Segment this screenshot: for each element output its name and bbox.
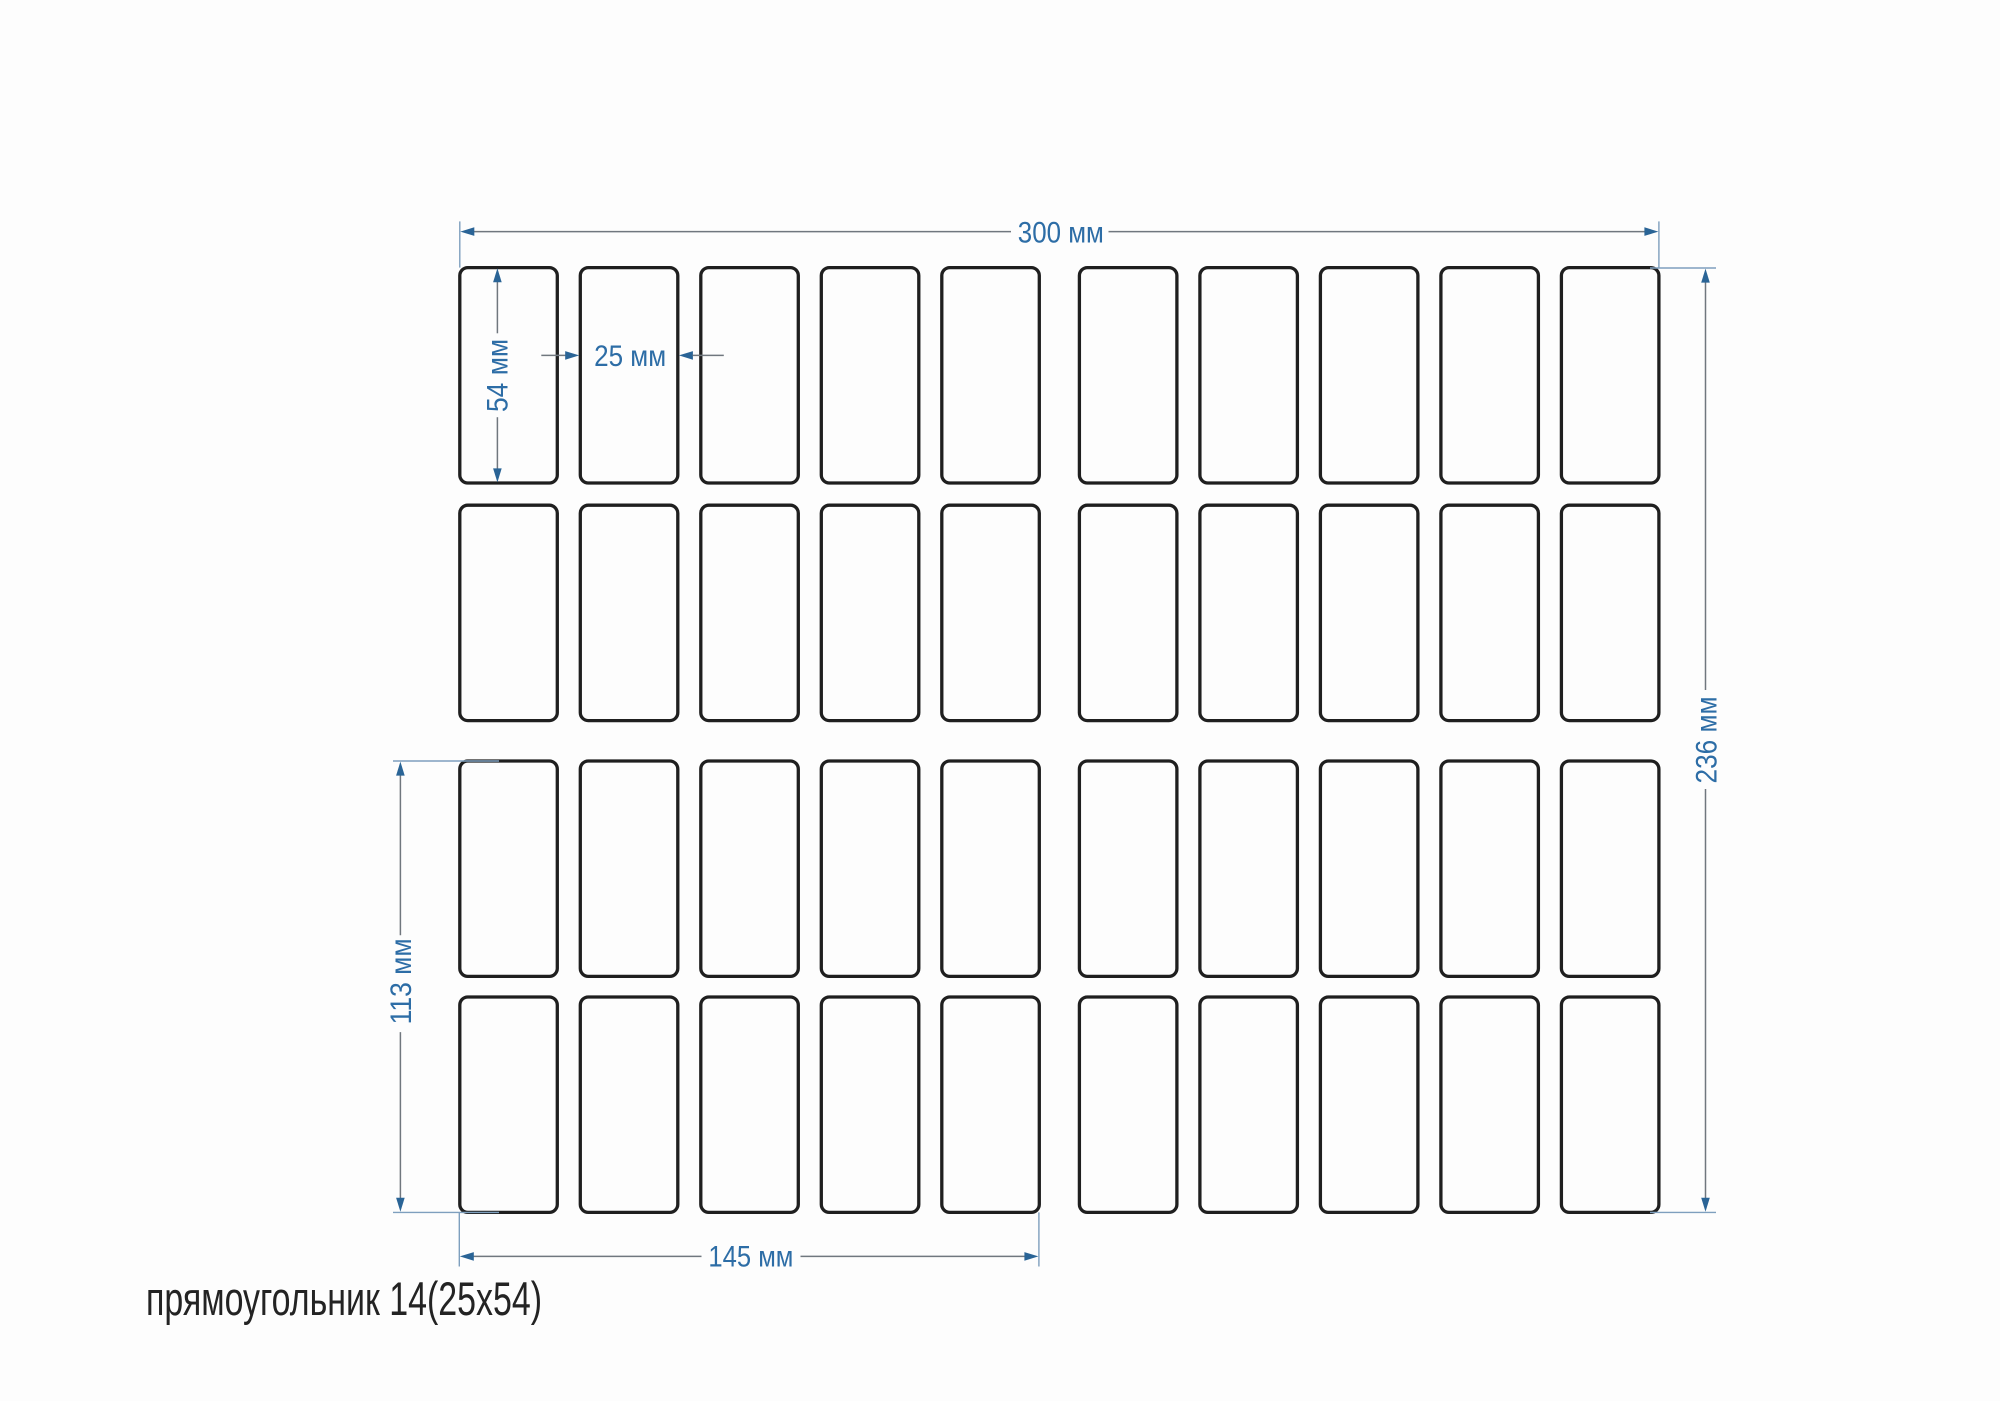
- svg-text:54 мм: 54 мм: [482, 339, 515, 412]
- svg-text:113 мм: 113 мм: [385, 938, 418, 1024]
- svg-text:300 мм: 300 мм: [1018, 217, 1104, 250]
- svg-text:25 мм: 25 мм: [594, 340, 666, 373]
- svg-text:145 мм: 145 мм: [708, 1240, 793, 1273]
- svg-text:прямоугольник 14(25x54): прямоугольник 14(25x54): [146, 1273, 542, 1326]
- svg-text:236 мм: 236 мм: [1691, 697, 1724, 784]
